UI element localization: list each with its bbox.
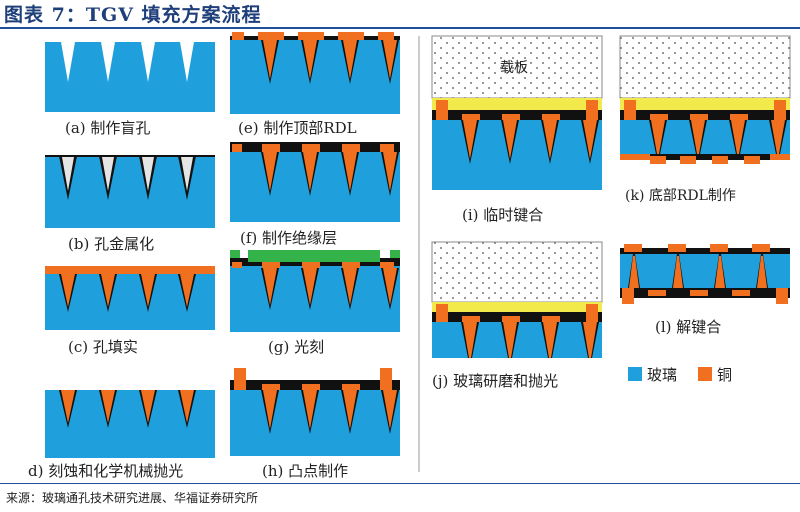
label-step-j: (j) 玻璃研磨和抛光 bbox=[432, 372, 558, 390]
panel-e-top-rdl bbox=[230, 32, 400, 114]
carrier-label: 载板 bbox=[500, 60, 528, 76]
legend-label-copper: 铜 bbox=[717, 366, 732, 384]
panel-i-temporary-bonding bbox=[431, 35, 603, 190]
panel-j-grinding bbox=[431, 241, 603, 358]
footer-rule bbox=[0, 483, 800, 484]
label-step-e: (e) 制作顶部RDL bbox=[238, 119, 357, 137]
legend-swatch-glass bbox=[628, 367, 642, 381]
panel-h-bumps bbox=[230, 368, 400, 456]
label-step-a: (a) 制作盲孔 bbox=[65, 119, 150, 137]
legend: 玻璃 铜 bbox=[628, 366, 732, 384]
label-step-b: (b) 孔金属化 bbox=[68, 235, 154, 253]
panel-l-debonding bbox=[620, 244, 790, 304]
title-rule bbox=[0, 27, 800, 29]
panel-g-lithography bbox=[230, 250, 400, 332]
label-step-f: (f) 制作绝缘层 bbox=[240, 229, 337, 247]
legend-swatch-copper bbox=[698, 367, 712, 381]
legend-label-glass: 玻璃 bbox=[647, 366, 677, 384]
panel-d-etch-cmp bbox=[45, 390, 215, 458]
panel-c-filling bbox=[45, 266, 215, 330]
carrier-board bbox=[431, 35, 603, 99]
panel-k-bottom-rdl bbox=[619, 35, 791, 164]
label-step-g: (g) 光刻 bbox=[268, 338, 324, 356]
label-step-l: (l) 解键合 bbox=[655, 318, 721, 336]
panel-b-metallization bbox=[45, 155, 215, 228]
panel-f-insulation bbox=[230, 142, 400, 222]
label-step-c: (c) 孔填实 bbox=[68, 338, 138, 356]
figure-title: 图表 7：TGV 填充方案流程 bbox=[4, 4, 262, 26]
label-step-h: (h) 凸点制作 bbox=[262, 462, 348, 480]
label-step-k: (k) 底部RDL制作 bbox=[625, 188, 736, 204]
label-step-d: d) 刻蚀和化学机械抛光 bbox=[28, 462, 183, 480]
panel-a-blind-holes bbox=[45, 42, 215, 112]
label-step-i: (i) 临时键合 bbox=[462, 206, 543, 224]
source-note: 来源：玻璃通孔技术研究进展、华福证券研究所 bbox=[6, 491, 259, 505]
